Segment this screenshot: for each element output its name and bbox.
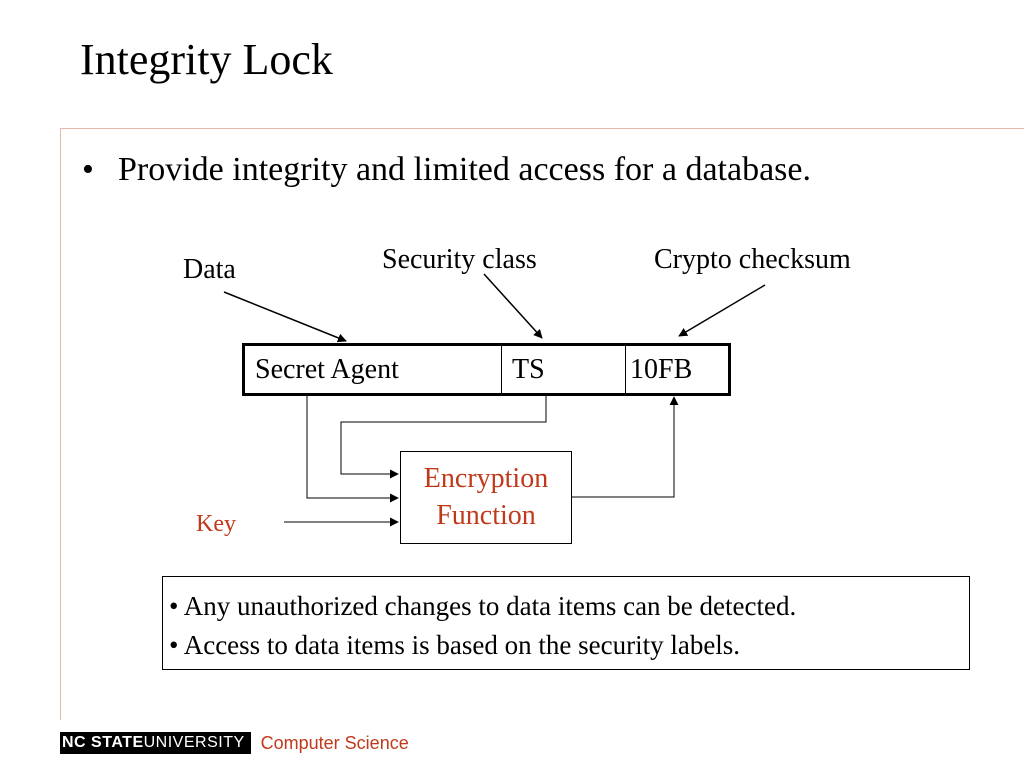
encryption-function-box: Encryption Function [400,451,572,544]
note-item: • Any unauthorized changes to data items… [169,591,797,621]
main-bullet-text: Provide integrity and limited access for… [118,151,811,188]
footer-logo: NC STATE UNIVERSITY Computer Science [60,732,409,754]
encryption-label-line2: Function [436,499,536,531]
database-record: Secret Agent TS 10FB [242,343,731,396]
bullet-dot-icon: • [82,151,94,188]
encryption-label-line1: Encryption [423,463,549,495]
university-bold-part: NC STATE [62,734,144,751]
record-class-cell: TS [502,346,626,393]
arrow-class-to-record [483,273,543,339]
university-normal-part: UNIVERSITY [143,734,245,751]
wire-data-to-encryption [306,396,399,503]
record-data-cell: Secret Agent [245,346,502,393]
security-class-label: Security class [382,244,537,275]
notes-box: • Any unauthorized changes to data items… [162,576,970,670]
arrow-checksum-to-record [678,284,766,337]
main-bullet: • Provide integrity and limited access fo… [82,150,811,189]
record-checksum-cell: 10FB [630,353,693,385]
department-name: Computer Science [260,732,409,753]
slide-title: Integrity Lock [80,35,333,84]
arrow-data-to-record [223,291,347,343]
key-label: Key [196,511,236,537]
note-item: • Access to data items is based on the s… [169,630,741,660]
title-divider [60,128,1024,129]
wire-class-to-encryption [340,396,547,479]
university-wordmark: NC STATE UNIVERSITY [60,732,251,754]
data-label: Data [183,254,236,285]
side-divider [60,128,61,720]
wire-encryption-to-checksum [572,396,679,498]
crypto-checksum-label: Crypto checksum [654,244,851,275]
